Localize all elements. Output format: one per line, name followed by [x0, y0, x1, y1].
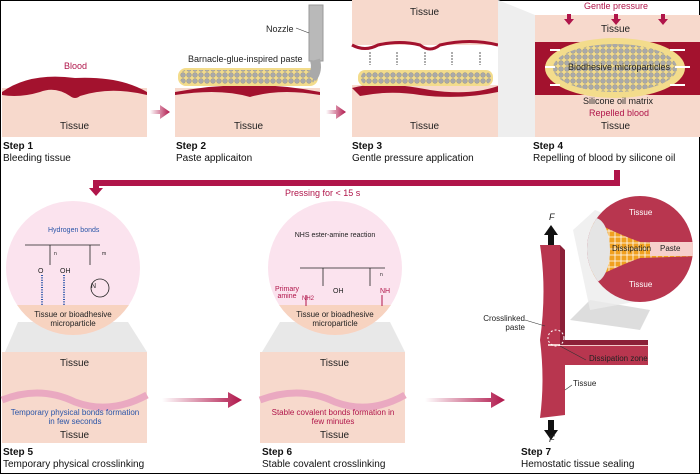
tissue-label: Tissue: [410, 121, 440, 132]
force-label-bottom: F: [549, 434, 555, 444]
pressing-label: Pressing for < 15 s: [285, 188, 361, 198]
arrow-icon: [162, 392, 242, 408]
tissue-label: Tissue: [410, 7, 440, 18]
tissue-label: Tissue: [320, 430, 350, 441]
crosslinked-paste-label: Crosslinked paste: [483, 314, 525, 332]
chem-n: N: [91, 283, 97, 290]
substrate-label: Tissue or bioadhesive microparticle: [296, 310, 374, 328]
chem-n-sub: n: [54, 251, 57, 257]
step7-illustration: [524, 196, 693, 440]
blood-label: Blood: [64, 61, 88, 71]
dissipation-label: Dissipation: [612, 244, 652, 253]
process-connector: [93, 170, 620, 190]
arrow-icon: [425, 392, 505, 408]
step4-illustration: [498, 0, 700, 137]
tissue-label: Tissue: [320, 358, 350, 369]
tissue-label: Tissue: [629, 280, 653, 289]
nhs-reaction-label: NHS ester-amine reaction: [294, 232, 376, 239]
nozzle-label: Nozzle: [266, 24, 294, 34]
tissue-label: Tissue: [60, 358, 90, 369]
force-label-top: F: [549, 212, 555, 222]
tissue-label: Tissue: [60, 121, 90, 132]
chem-oh: OH: [60, 268, 71, 275]
dissipation-zone-label: Dissipation zone: [589, 354, 648, 363]
tissue-label: Tissue: [60, 430, 90, 441]
tissue-label: Tissue: [601, 24, 631, 35]
tissue-label: Tissue: [601, 121, 631, 132]
chem-nh2: NH2: [302, 296, 315, 302]
arrow-icon: [150, 105, 170, 119]
temporary-bonds-label: Temporary physical bonds formation in fe…: [10, 408, 140, 426]
step2-illustration: [175, 4, 324, 137]
paste-zoom-label: Paste: [660, 244, 681, 253]
microparticles-label: Biodhesive microparticles: [568, 62, 671, 72]
force-arrow-up-icon: [544, 225, 558, 245]
step3-illustration: [351, 0, 499, 137]
tissue-label: Tissue: [234, 121, 264, 132]
paste-label: Barnacle-glue-inspired paste: [188, 54, 303, 64]
repelled-blood-label: Repelled blood: [589, 108, 650, 118]
step1-illustration: [2, 76, 147, 137]
chem-o: O: [38, 268, 44, 275]
force-arrow-down-icon: [544, 420, 558, 440]
covalent-bonds-label: Stable covalent bonds formation in few m…: [271, 408, 395, 426]
hydrogen-bonds-label: Hydrogen bonds: [48, 227, 100, 234]
gentle-pressure-label: Gentle pressure: [584, 1, 649, 11]
step5-zoom: [0, 201, 149, 443]
primary-amine-label: Primary amine: [274, 286, 300, 300]
substrate-label: Tissue or bioadhesive microparticle: [34, 310, 112, 328]
tissue-label: Tissue: [573, 379, 597, 388]
arrow-icon: [326, 105, 346, 119]
chem-nh: NH: [380, 288, 391, 295]
chem-n-sub: n: [380, 272, 383, 278]
nozzle: [308, 4, 324, 62]
silicone-label: Silicone oil matrix: [583, 96, 654, 106]
step6-zoom: [258, 201, 407, 443]
chem-m-sub: m: [102, 251, 107, 257]
tissue-label: Tissue: [629, 208, 653, 217]
chem-oh: OH: [333, 288, 344, 295]
